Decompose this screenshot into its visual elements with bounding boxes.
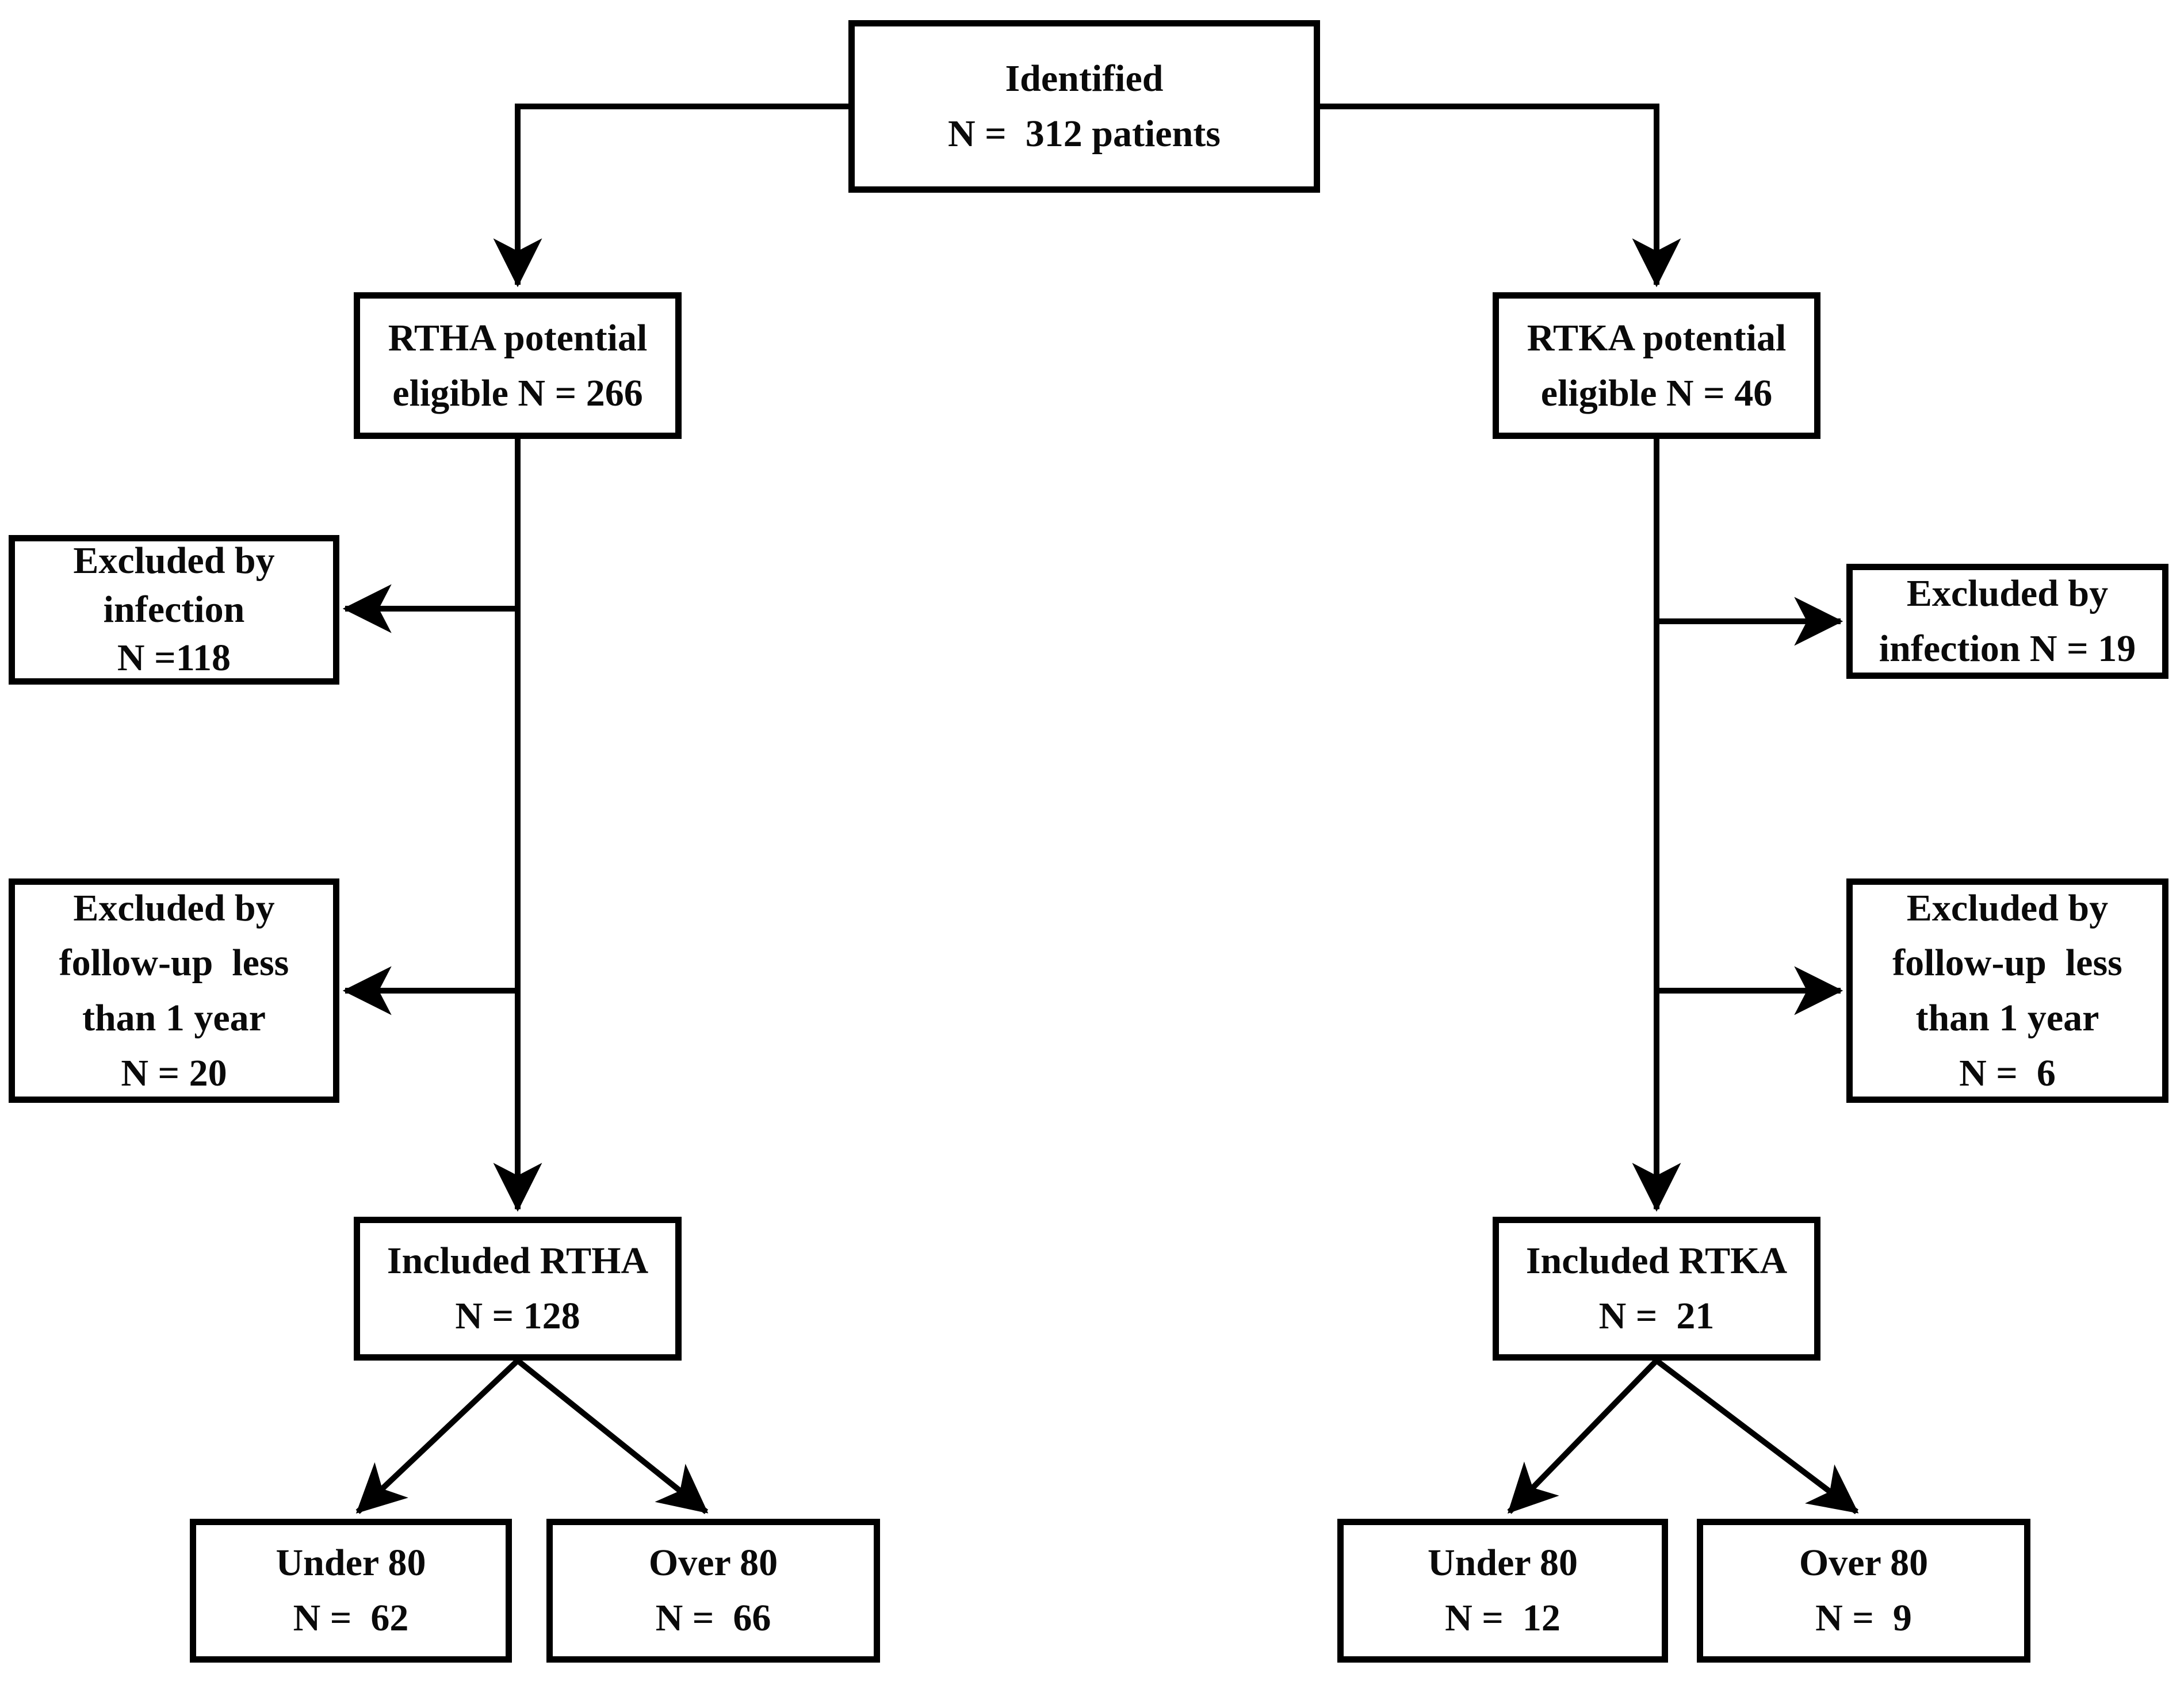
box-excluded-infection-left-line: N =118 [117,637,231,679]
box-included-rtha-line: Included RTHA [387,1240,649,1282]
box-excluded-infection-right: Excluded by infection N = 19 [1846,564,2168,679]
box-excluded-followup-right-line: N = 6 [1959,1052,2056,1094]
box-excluded-infection-left-line: infection [103,588,245,631]
box-over80-rtha-line: N = 66 [655,1597,771,1639]
connector-identified-to-rtka [1320,104,1681,288]
box-included-rtha-line: N = 128 [455,1295,580,1337]
box-under80-rtka-line: N = 12 [1445,1597,1560,1639]
box-included-rtha: Included RTHA N = 128 [354,1217,682,1361]
connector-included-rtka-to-over80 [1654,1358,1859,1514]
box-excluded-followup-right-line: Excluded by [1906,887,2109,929]
box-excluded-followup-left-line: N = 20 [121,1052,227,1094]
box-excluded-followup-left: Excluded by follow-up less than 1 year N… [9,878,339,1103]
box-under80-rtha: Under 80 N = 62 [190,1519,512,1663]
box-included-rtka-line: N = 21 [1598,1295,1715,1337]
box-under80-rtha-line: N = 62 [293,1597,409,1639]
box-over80-rtha-line: Over 80 [648,1542,778,1584]
connector-identified-to-rtha [493,104,848,288]
box-rtka-eligible: RTKA potential eligible N = 46 [1493,292,1820,439]
connector-included-rtha-to-over80 [515,1358,709,1514]
box-over80-rtka-line: Over 80 [1799,1542,1929,1584]
box-rtka-eligible-line: eligible N = 46 [1540,372,1773,414]
box-over80-rtka-line: N = 9 [1815,1597,1912,1639]
box-included-rtka: Included RTKA N = 21 [1493,1217,1820,1361]
box-over80-rtka: Over 80 N = 9 [1697,1519,2030,1663]
box-over80-rtha: Over 80 N = 66 [546,1519,880,1663]
box-excluded-followup-right-line: than 1 year [1915,997,2099,1039]
box-rtka-eligible-line: RTKA potential [1527,316,1787,359]
box-rtha-eligible-line: RTHA potential [388,316,648,359]
box-excluded-followup-left-line: than 1 year [82,997,266,1039]
box-excluded-followup-right: Excluded by follow-up less than 1 year N… [1846,878,2168,1103]
box-identified-line: N = 312 patients [948,113,1221,155]
connector-included-rtha-to-under80 [355,1358,520,1514]
box-identified: Identified N = 312 patients [848,20,1320,193]
box-excluded-followup-left-line: follow-up less [59,942,289,984]
box-under80-rtka-line: Under 80 [1428,1542,1578,1584]
box-under80-rtha-line: Under 80 [276,1542,426,1584]
connector-included-rtka-to-under80 [1507,1358,1659,1514]
box-rtha-eligible: RTHA potential eligible N = 266 [354,292,682,439]
box-excluded-followup-left-line: Excluded by [73,887,275,929]
box-included-rtka-line: Included RTKA [1525,1240,1788,1282]
box-rtha-eligible-line: eligible N = 266 [392,372,643,414]
box-excluded-infection-right-line: infection N = 19 [1879,628,2136,670]
box-excluded-infection-right-line: Excluded by [1906,572,2109,615]
box-excluded-infection-left: Excluded by infection N =118 [9,535,339,685]
box-identified-line: Identified [1005,58,1164,100]
box-excluded-followup-right-line: follow-up less [1892,942,2122,984]
box-under80-rtka: Under 80 N = 12 [1337,1519,1668,1663]
box-excluded-infection-left-line: Excluded by [73,540,275,582]
